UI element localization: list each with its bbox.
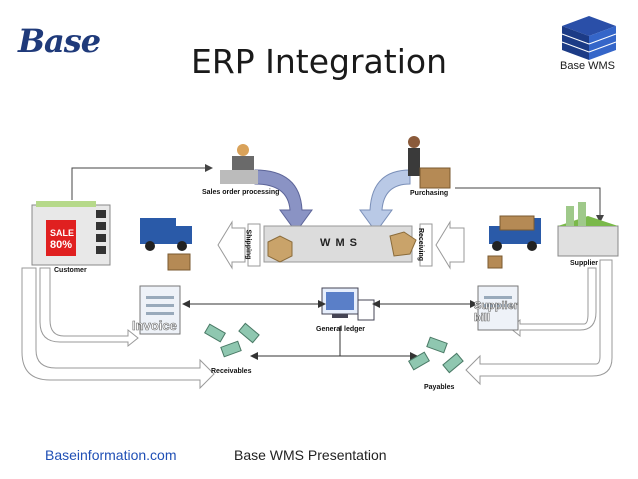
order-flow-line <box>71 167 205 200</box>
wms-box-right-icon <box>389 231 417 257</box>
receivables-money-icon <box>204 322 260 358</box>
receiving-label: Receiving <box>417 227 425 262</box>
base-wms-cube-logo <box>561 16 617 60</box>
supplier-label: Supplier <box>570 260 599 267</box>
purchasing-label: Purchasing <box>410 190 449 197</box>
general-ledger-label: General ledger <box>316 326 366 333</box>
customer-to-receivables-arrow <box>21 267 215 390</box>
purchase-flow-arrowhead <box>596 215 604 223</box>
base-logo: Base <box>18 22 101 60</box>
left-truck-body <box>140 218 176 244</box>
page-title: ERP Integration <box>190 42 447 81</box>
purchasing-person-head <box>408 136 420 148</box>
purchasing-boxes <box>419 167 451 189</box>
left-truck-boxes <box>167 253 191 271</box>
customer-roof <box>36 201 96 207</box>
sales-order-label: Sales order processing <box>202 189 280 196</box>
payables-label: Payables <box>424 384 455 391</box>
order-flow-arrowhead <box>205 164 213 172</box>
supplier-building <box>557 225 619 257</box>
receivables-label: Receivables <box>211 368 252 375</box>
right-truck-box <box>487 255 503 269</box>
sales-person-head <box>237 144 249 156</box>
customer-label: Customer <box>54 267 87 274</box>
receiving-arrow <box>435 220 465 270</box>
wms-box-left-icon <box>267 235 293 263</box>
shipping-box <box>247 223 261 267</box>
receiving-box <box>419 223 433 267</box>
purchasing-to-wms-arrow <box>359 169 411 233</box>
supplier-to-payables-arrow <box>465 259 613 386</box>
footer-presentation: Base WMS Presentation <box>234 447 387 463</box>
invoice-document <box>139 285 181 335</box>
ledger-sheet <box>357 299 375 321</box>
sale-sign <box>46 220 76 256</box>
customer-to-invoice-arrow <box>39 267 139 348</box>
purchase-flow-line <box>455 187 601 215</box>
supplier-bill-label: Supplier bill <box>474 300 519 325</box>
wms-label: W M S <box>320 237 358 249</box>
payables-money-icon <box>408 336 464 374</box>
shipping-arrow <box>217 220 246 270</box>
supplier-bill-document <box>477 285 519 331</box>
sale-sign-line2: 80% <box>50 239 73 251</box>
shipping-label: Shipping <box>244 229 252 260</box>
sales-to-wms-arrow <box>254 169 313 233</box>
footer-website: Baseinformation.com <box>45 447 177 463</box>
invoice-label: Invoice <box>132 318 177 334</box>
brand-label: Base WMS <box>560 60 616 72</box>
sale-sign-line1: SALE <box>50 228 75 238</box>
